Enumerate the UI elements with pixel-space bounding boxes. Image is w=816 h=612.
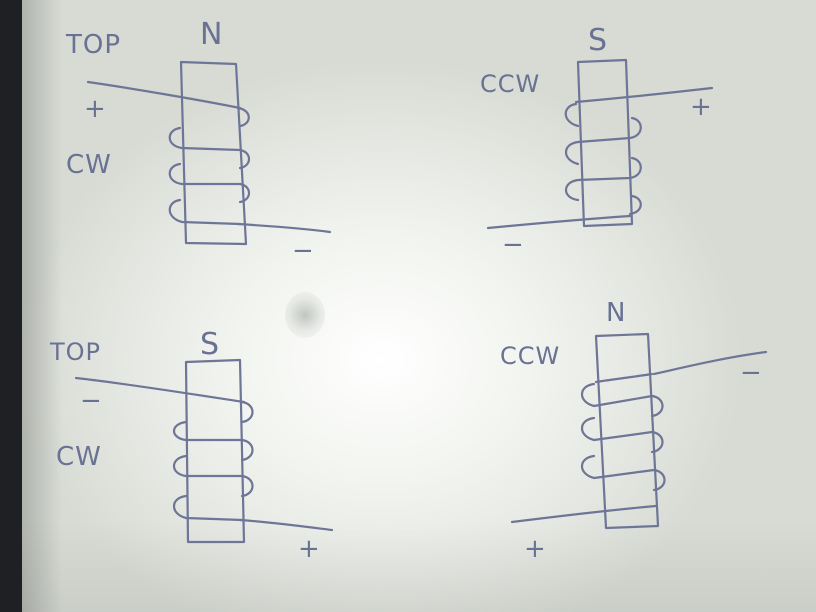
lead-top-bottom-left bbox=[74, 376, 246, 404]
winding-bottom-right bbox=[580, 372, 666, 492]
coil-bottom-right bbox=[510, 332, 768, 530]
winding-label-bottom-right: CCW bbox=[500, 342, 561, 370]
bottom-lead-sign-bottom-left: + bbox=[298, 534, 321, 564]
top-lead-sign-top-right: + bbox=[690, 92, 713, 122]
coil-core-bottom-right bbox=[594, 332, 660, 530]
paper-shadow bbox=[22, 0, 816, 612]
bottom-lead-sign-top-right: − bbox=[502, 230, 525, 260]
pole-label-bottom-right: N bbox=[606, 298, 627, 328]
coil-core-top-right bbox=[576, 58, 634, 228]
lead-top-top-right bbox=[574, 86, 714, 104]
lead-bottom-bottom-right bbox=[510, 504, 658, 524]
coil-top-right bbox=[486, 58, 714, 230]
bottom-lead-sign-bottom-right: + bbox=[524, 534, 547, 564]
paper-sheet bbox=[22, 0, 816, 612]
winding-top-right bbox=[564, 102, 642, 216]
lead-bottom-bottom-left bbox=[238, 518, 334, 532]
winding-label-bottom-left: CW bbox=[56, 442, 102, 472]
coil-core-bottom-left bbox=[184, 358, 246, 544]
top-lead-sign-bottom-right: − bbox=[740, 358, 763, 388]
coil-core-top-left bbox=[179, 60, 248, 246]
pole-label-top-right: S bbox=[588, 23, 609, 58]
lead-top-bottom-right bbox=[652, 350, 768, 376]
lead-top-top-left bbox=[86, 80, 242, 110]
pole-label-top-left: N bbox=[200, 17, 224, 52]
winding-label-top-left: CW bbox=[66, 150, 112, 180]
lead-bottom-top-right bbox=[486, 214, 632, 230]
lead-bottom-top-left bbox=[236, 222, 332, 234]
winding-bottom-left bbox=[172, 400, 254, 522]
top-lead-sign-top-left: + bbox=[84, 94, 107, 124]
winding-label-top-right: CCW bbox=[480, 70, 541, 98]
paper-smudge bbox=[285, 292, 325, 338]
coil-top-left bbox=[86, 60, 332, 246]
coil-bottom-left bbox=[74, 358, 334, 544]
top-label-top-left: TOP bbox=[66, 30, 122, 60]
top-lead-sign-bottom-left: − bbox=[80, 386, 103, 416]
bottom-lead-sign-top-left: − bbox=[292, 236, 315, 266]
pole-label-bottom-left: S bbox=[200, 327, 221, 362]
winding-top-left bbox=[168, 106, 251, 226]
top-label-bottom-left: TOP bbox=[50, 338, 102, 366]
